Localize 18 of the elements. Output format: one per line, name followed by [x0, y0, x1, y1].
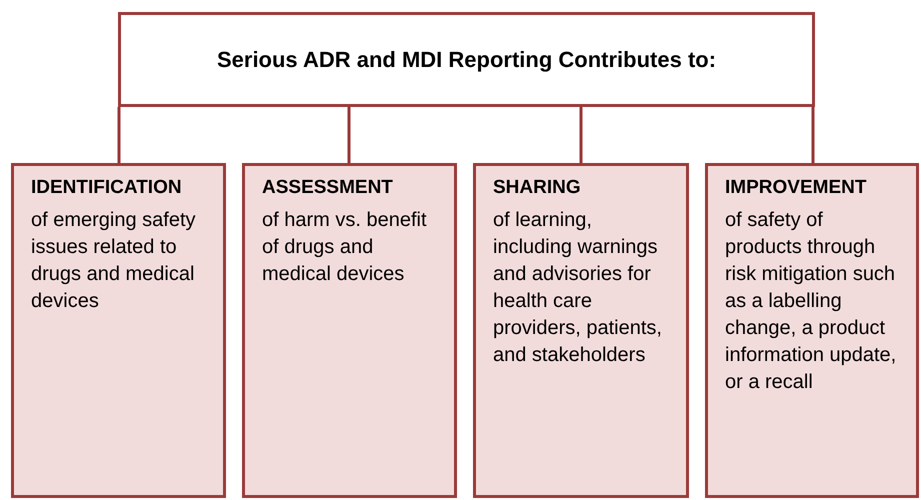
- category-description: of emerging safety issues related to drugs and medical devices: [31, 208, 197, 314]
- heading-box: [118, 12, 815, 107]
- category-box: [242, 163, 457, 498]
- category-box: [11, 163, 226, 498]
- category-title: IMPROVEMENT: [725, 176, 868, 200]
- connector-line: [812, 107, 814, 163]
- category-title: ASSESSMENT: [262, 176, 394, 200]
- connector-line: [118, 107, 120, 163]
- connector-line: [348, 107, 350, 163]
- category-title: SHARING: [493, 176, 582, 200]
- category-box: [705, 163, 919, 498]
- category-title: IDENTIFICATION: [31, 176, 183, 200]
- category-description: of learning, including warnings and advisories for health care providers, patients, and stakeholders: [493, 208, 663, 368]
- category-box: [473, 163, 689, 498]
- heading-text: Serious ADR and MDI Reporting Contributes to:: [216, 46, 716, 74]
- category-description: of safety of products through risk mitigation such as a labelling change, a product information update, or a recall: [725, 208, 898, 395]
- category-description: of harm vs. benefit of drugs and medical devices: [262, 208, 428, 287]
- connector-line: [580, 107, 582, 163]
